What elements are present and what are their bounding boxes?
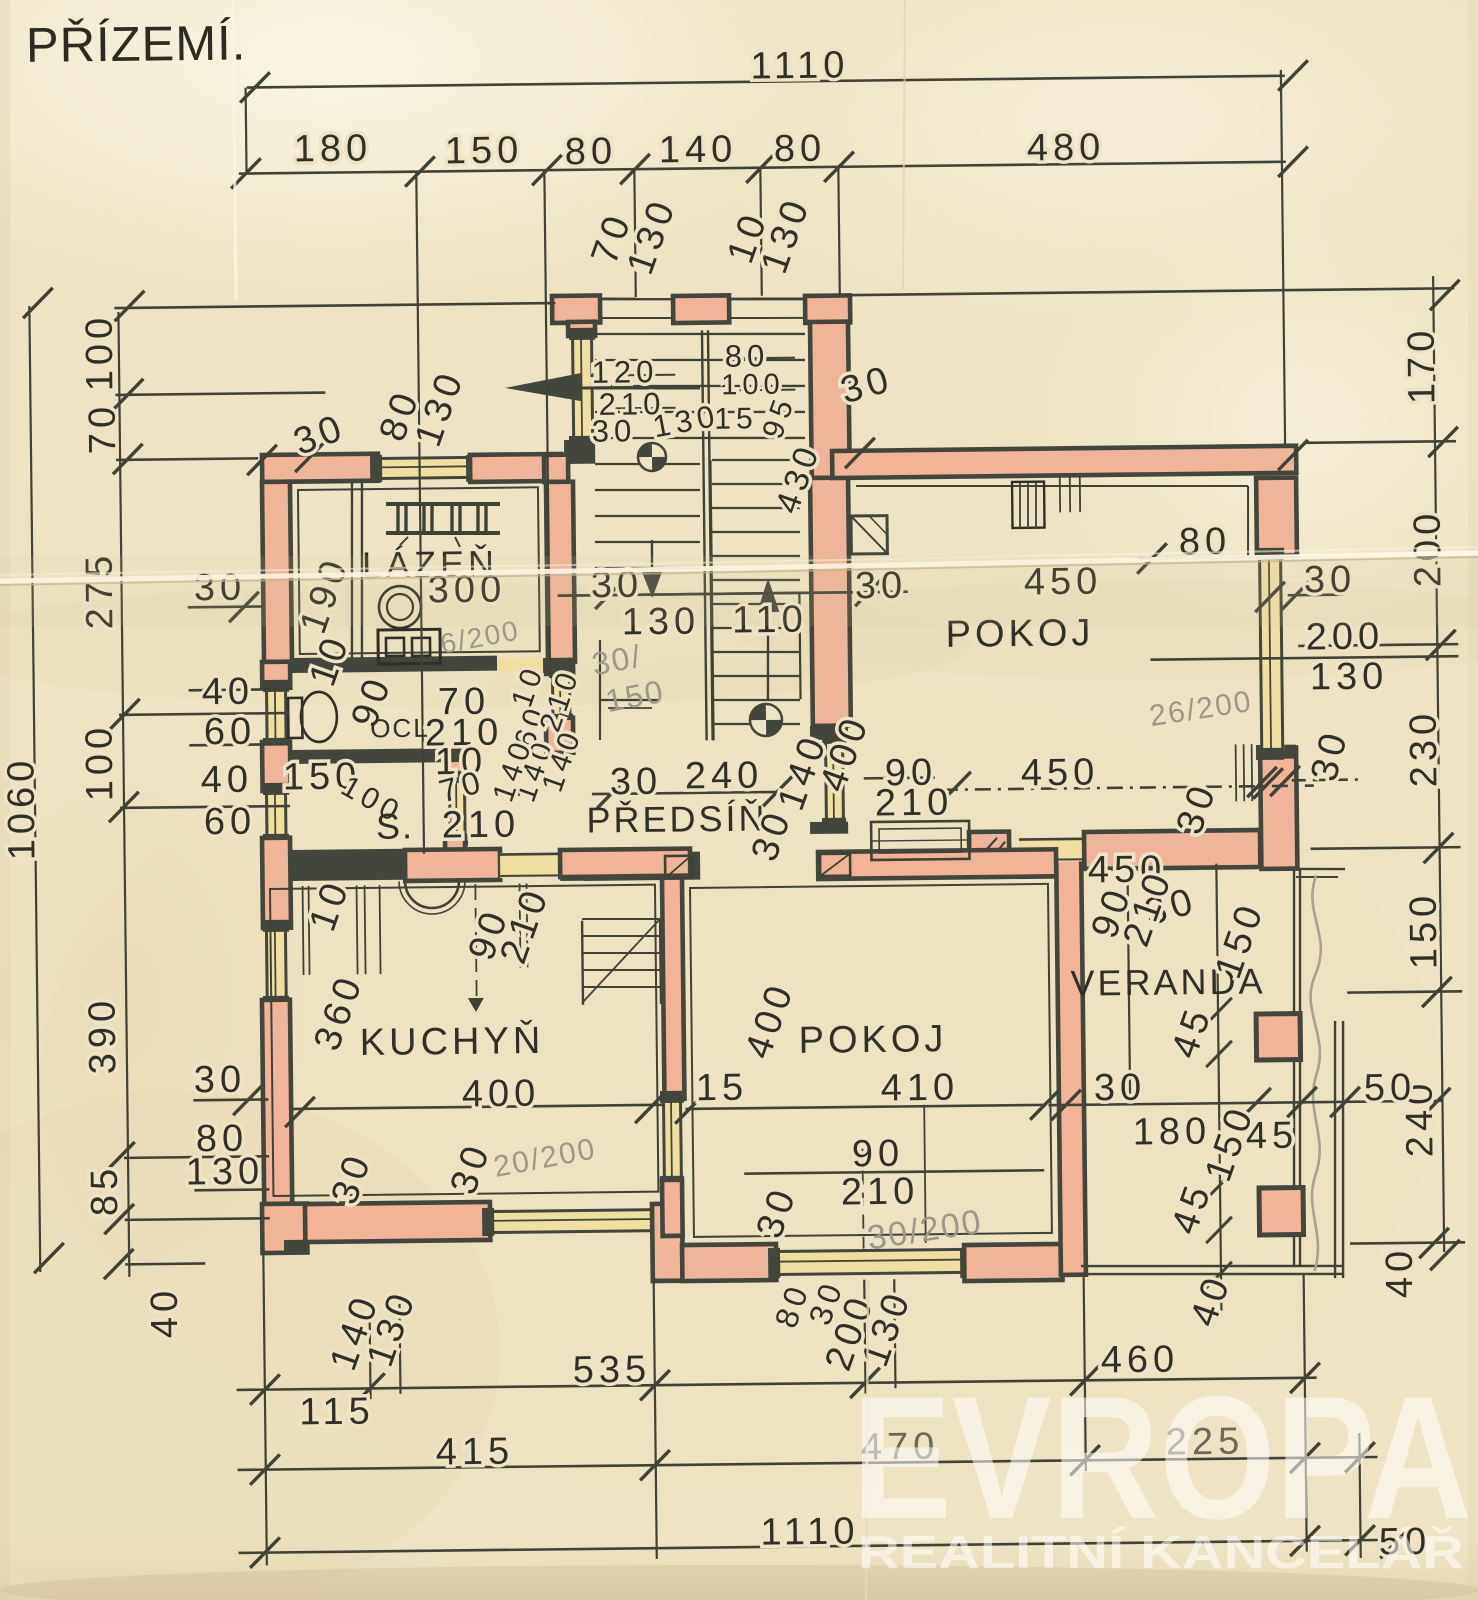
svg-text:140: 140 <box>659 128 738 171</box>
svg-text:80: 80 <box>565 131 618 174</box>
svg-text:450: 450 <box>1088 849 1167 892</box>
svg-text:410: 410 <box>881 1067 960 1110</box>
svg-text:POKOJ: POKOJ <box>798 1018 947 1062</box>
svg-text:40: 40 <box>1379 1246 1422 1299</box>
svg-text:REALITNÍ KANCELÁŘ: REALITNÍ KANCELÁŘ <box>858 1526 1464 1578</box>
svg-text:180: 180 <box>1133 1111 1212 1154</box>
svg-text:40: 40 <box>202 671 255 714</box>
svg-text:170: 170 <box>1401 325 1444 404</box>
svg-text:1110: 1110 <box>750 44 849 87</box>
svg-text:70: 70 <box>438 681 491 724</box>
svg-text:90: 90 <box>885 752 938 795</box>
svg-text:1060: 1060 <box>0 756 43 861</box>
svg-text:460: 460 <box>1101 1339 1180 1382</box>
svg-text:275: 275 <box>79 551 122 630</box>
svg-text:70: 70 <box>82 402 125 455</box>
svg-text:210: 210 <box>875 782 954 825</box>
svg-text:130: 130 <box>186 1151 265 1194</box>
svg-text:40: 40 <box>144 1286 187 1339</box>
svg-text:80: 80 <box>725 338 770 374</box>
svg-text:10: 10 <box>435 741 488 784</box>
svg-text:210: 210 <box>442 804 521 847</box>
svg-text:535: 535 <box>573 1349 652 1392</box>
svg-text:240: 240 <box>1399 1079 1442 1158</box>
svg-text:30: 30 <box>1304 559 1357 602</box>
svg-text:80: 80 <box>774 128 827 171</box>
svg-text:100: 100 <box>78 723 121 802</box>
svg-text:210: 210 <box>598 386 665 422</box>
svg-text:PŘÍZEMÍ.: PŘÍZEMÍ. <box>26 16 247 72</box>
svg-text:15: 15 <box>714 402 758 435</box>
svg-text:POKOJ: POKOJ <box>945 612 1094 656</box>
svg-text:30: 30 <box>592 413 637 449</box>
svg-text:50: 50 <box>1364 1067 1417 1110</box>
svg-text:30: 30 <box>1094 1067 1147 1110</box>
svg-text:130: 130 <box>622 601 701 644</box>
svg-text:S.: S. <box>376 805 414 846</box>
svg-text:45: 45 <box>1246 1115 1299 1158</box>
svg-text:390: 390 <box>81 996 124 1075</box>
svg-text:200: 200 <box>1306 616 1385 659</box>
svg-text:85: 85 <box>84 1164 127 1217</box>
svg-text:150: 150 <box>445 130 524 173</box>
svg-text:60: 60 <box>204 711 257 754</box>
svg-text:450: 450 <box>1021 752 1100 795</box>
svg-text:1110: 1110 <box>760 1510 859 1553</box>
svg-text:210: 210 <box>425 712 504 755</box>
svg-text:30: 30 <box>610 761 663 804</box>
svg-text:470: 470 <box>861 1426 940 1469</box>
svg-text:240: 240 <box>685 755 764 798</box>
svg-text:415: 415 <box>436 1431 515 1474</box>
svg-text:100: 100 <box>721 369 785 402</box>
svg-text:30: 30 <box>194 1059 247 1102</box>
svg-text:OCL: OCL <box>370 713 430 744</box>
svg-text:50: 50 <box>1379 1521 1432 1564</box>
svg-text:60: 60 <box>204 801 257 844</box>
svg-text:100: 100 <box>79 313 122 392</box>
svg-text:115: 115 <box>299 1391 375 1434</box>
svg-text:150: 150 <box>1403 891 1446 970</box>
svg-text:210: 210 <box>841 1171 920 1214</box>
svg-text:120: 120 <box>591 354 658 390</box>
svg-text:90: 90 <box>852 1133 905 1176</box>
svg-text:EVROPA: EVROPA <box>852 1361 1472 1556</box>
svg-text:KUCHYŇ: KUCHYŇ <box>360 1019 545 1064</box>
svg-text:VERANDA: VERANDA <box>1070 960 1265 1003</box>
svg-text:225: 225 <box>1166 1421 1245 1464</box>
svg-text:80: 80 <box>196 1118 249 1161</box>
svg-text:110: 110 <box>732 599 808 642</box>
svg-text:40: 40 <box>201 759 254 802</box>
svg-text:400: 400 <box>462 1073 541 1116</box>
svg-text:230: 230 <box>1403 709 1446 788</box>
svg-text:150: 150 <box>283 756 362 799</box>
svg-text:PŘEDSÍŇ: PŘEDSÍŇ <box>586 797 767 840</box>
svg-text:130: 130 <box>1310 656 1389 699</box>
svg-text:480: 480 <box>1027 127 1106 170</box>
svg-text:15: 15 <box>696 1067 749 1110</box>
svg-text:180: 180 <box>294 128 373 171</box>
